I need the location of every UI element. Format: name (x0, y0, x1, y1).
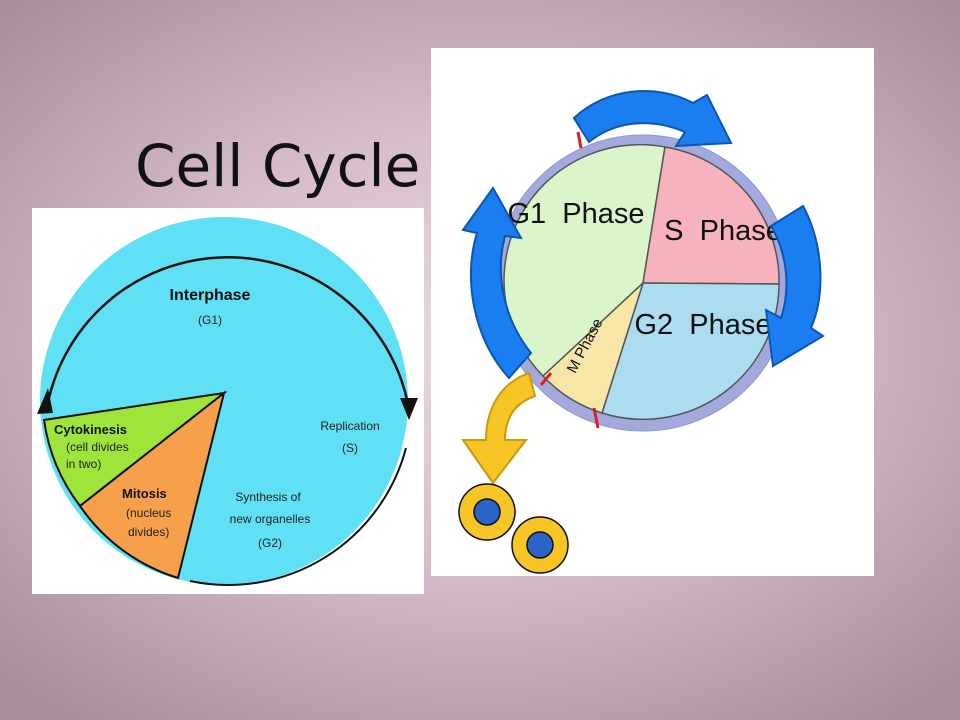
right-cell-cycle-diagram: G1 Phase S Phase G2 Phase M Phase (431, 48, 874, 576)
interphase-label: Interphase (170, 287, 251, 304)
cytokinesis-sub-1: (cell divides (66, 440, 129, 454)
top-cycle-arrow (572, 90, 733, 148)
left-diagram-svg: Interphase (G1) Replication (S) Synthesi… (37, 217, 418, 586)
cytokinesis-sub-2: in two) (66, 457, 101, 471)
daughter-cell-1-nucleus (473, 498, 501, 526)
mitosis-sub-2: divides) (128, 525, 169, 539)
s-phase-label: S Phase (664, 215, 782, 247)
mitosis-sector (78, 390, 226, 580)
cycle-arrowhead-right (400, 398, 418, 420)
slide-title: Cell Cycle (135, 132, 421, 200)
left-cycle-arrow (461, 186, 533, 380)
interphase-sector (40, 217, 408, 585)
cytokinesis-sector (42, 391, 228, 508)
g2-phase-label: G2 Phase (634, 309, 771, 341)
interphase-sub: (G1) (198, 313, 222, 327)
left-cell-cycle-diagram: Interphase (G1) Replication (S) Synthesi… (32, 208, 424, 594)
daughter-cell-2-nucleus (526, 531, 554, 559)
cycle-arc-top (44, 256, 410, 414)
g1-phase-label: G1 Phase (507, 198, 644, 230)
mitosis-sub-1: (nucleus (126, 506, 171, 520)
s-sector (642, 146, 780, 285)
mitosis-label: Mitosis (122, 486, 167, 501)
replication-sub: (S) (342, 441, 358, 455)
checkpoint-tick-top (576, 131, 583, 149)
right-cycle-arrow (764, 204, 825, 368)
synthesis-label-2: new organelles (230, 512, 311, 526)
cytokinesis-label: Cytokinesis (54, 422, 127, 437)
checkpoint-tick-left (539, 372, 553, 386)
replication-label: Replication (320, 419, 379, 433)
g2-sector (601, 282, 780, 421)
cycle-arc-bottom (189, 447, 407, 586)
m-sector (541, 280, 645, 414)
cycle-arrowhead-left (37, 388, 53, 414)
right-diagram-svg: G1 Phase S Phase G2 Phase M Phase (458, 90, 825, 574)
synthesis-sub: (G2) (258, 536, 282, 550)
daughter-cell-arrow (461, 371, 537, 485)
synthesis-label-1: Synthesis of (235, 490, 301, 504)
checkpoint-tick-bottom (592, 407, 600, 429)
